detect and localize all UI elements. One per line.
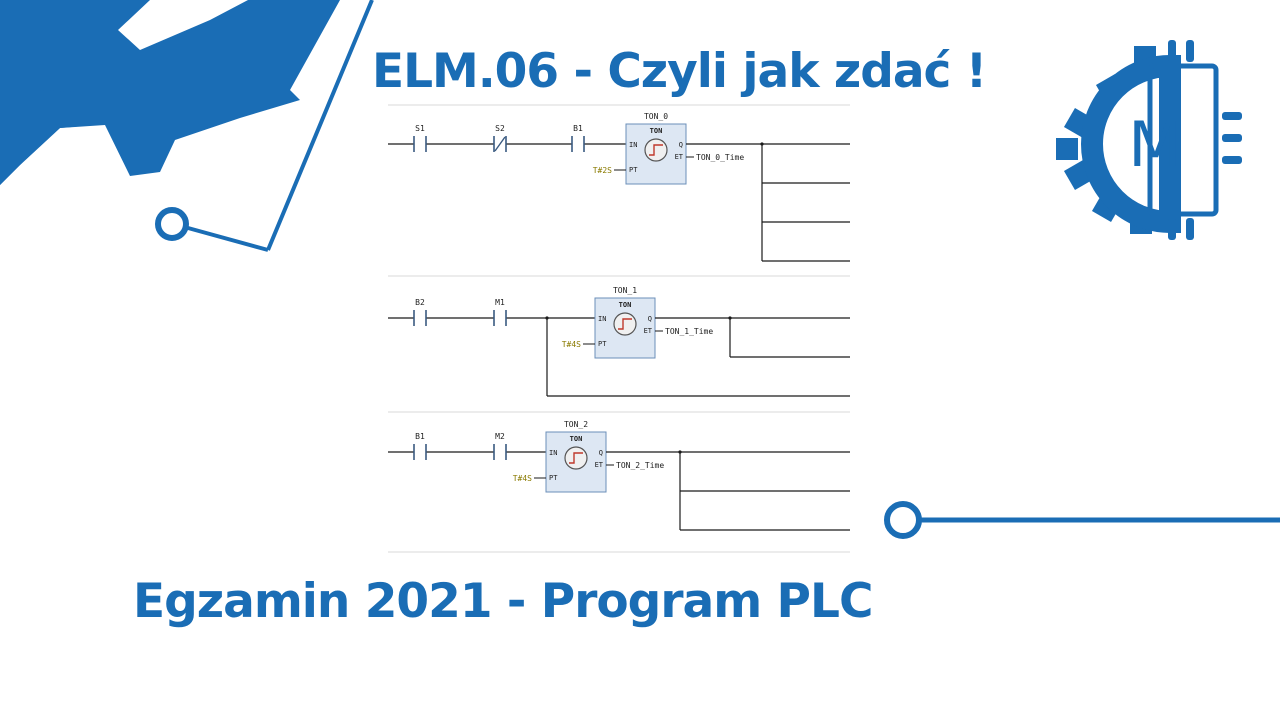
timer-pulse-icon xyxy=(569,452,583,464)
timer-preset: T#4S xyxy=(562,340,581,349)
contact-label: M2 xyxy=(495,432,505,441)
timer-preset: T#4S xyxy=(513,474,532,483)
timer-et-variable: TON_2_Time xyxy=(616,461,664,470)
contact-label: M1 xyxy=(495,298,505,307)
timer-block-type: TON xyxy=(619,301,632,309)
timer-pin-in: IN xyxy=(549,449,557,457)
timer-pin-q: Q xyxy=(648,315,652,323)
contact-nc-slash xyxy=(494,136,506,152)
contact-label: S2 xyxy=(495,124,505,133)
contact-gap xyxy=(494,444,506,460)
timer-pin-q: Q xyxy=(599,449,603,457)
timer-et-variable: TON_0_Time xyxy=(696,153,744,162)
timer-pin-et: ET xyxy=(644,327,653,335)
contact-gap xyxy=(414,444,426,460)
timer-block-type: TON xyxy=(650,127,663,135)
gear-icon xyxy=(0,0,340,185)
timer-preset: T#2S xyxy=(593,166,612,175)
timer-clock-icon xyxy=(564,446,588,470)
timer-pin-q: Q xyxy=(679,141,683,149)
contact-label: B2 xyxy=(415,298,425,307)
timer-pin-pt: PT xyxy=(549,474,558,482)
contact-gap xyxy=(494,310,506,326)
contact-label: S1 xyxy=(415,124,425,133)
logo-letter: M xyxy=(1128,108,1182,181)
timer-pin-in: IN xyxy=(629,141,637,149)
timer-clock-icon xyxy=(613,312,637,336)
timer-instance-name: TON_1 xyxy=(613,286,637,295)
contact-label: B1 xyxy=(573,124,583,133)
gear-chip-logo-icon: M xyxy=(1056,40,1242,240)
junction-dot xyxy=(728,316,732,320)
timer-pin-pt: PT xyxy=(629,166,638,174)
timer-et-variable: TON_1_Time xyxy=(665,327,713,336)
timer-clock-icon xyxy=(644,138,668,162)
timer-pulse-icon xyxy=(649,144,663,156)
timer-instance-name: TON_2 xyxy=(564,420,588,429)
timer-pin-et: ET xyxy=(675,153,684,161)
timer-pulse-icon xyxy=(618,318,632,330)
timer-instance-name: TON_0 xyxy=(644,112,668,121)
junction-dot xyxy=(545,316,549,320)
timer-pin-in: IN xyxy=(598,315,606,323)
timer-pin-pt: PT xyxy=(598,340,607,348)
circuit-trace-right-icon xyxy=(884,501,1280,539)
timer-pin-et: ET xyxy=(595,461,604,469)
title-top: ELM.06 - Czyli jak zdać ! xyxy=(372,44,987,99)
contact-gap xyxy=(414,310,426,326)
timer-block xyxy=(594,297,656,359)
title-bottom: Egzamin 2021 - Program PLC xyxy=(133,574,873,629)
contact-label: B1 xyxy=(415,432,425,441)
contact-gap xyxy=(414,136,426,152)
timer-block-type: TON xyxy=(570,435,583,443)
contact-gap xyxy=(572,136,584,152)
circuit-trace-icon xyxy=(155,0,374,252)
